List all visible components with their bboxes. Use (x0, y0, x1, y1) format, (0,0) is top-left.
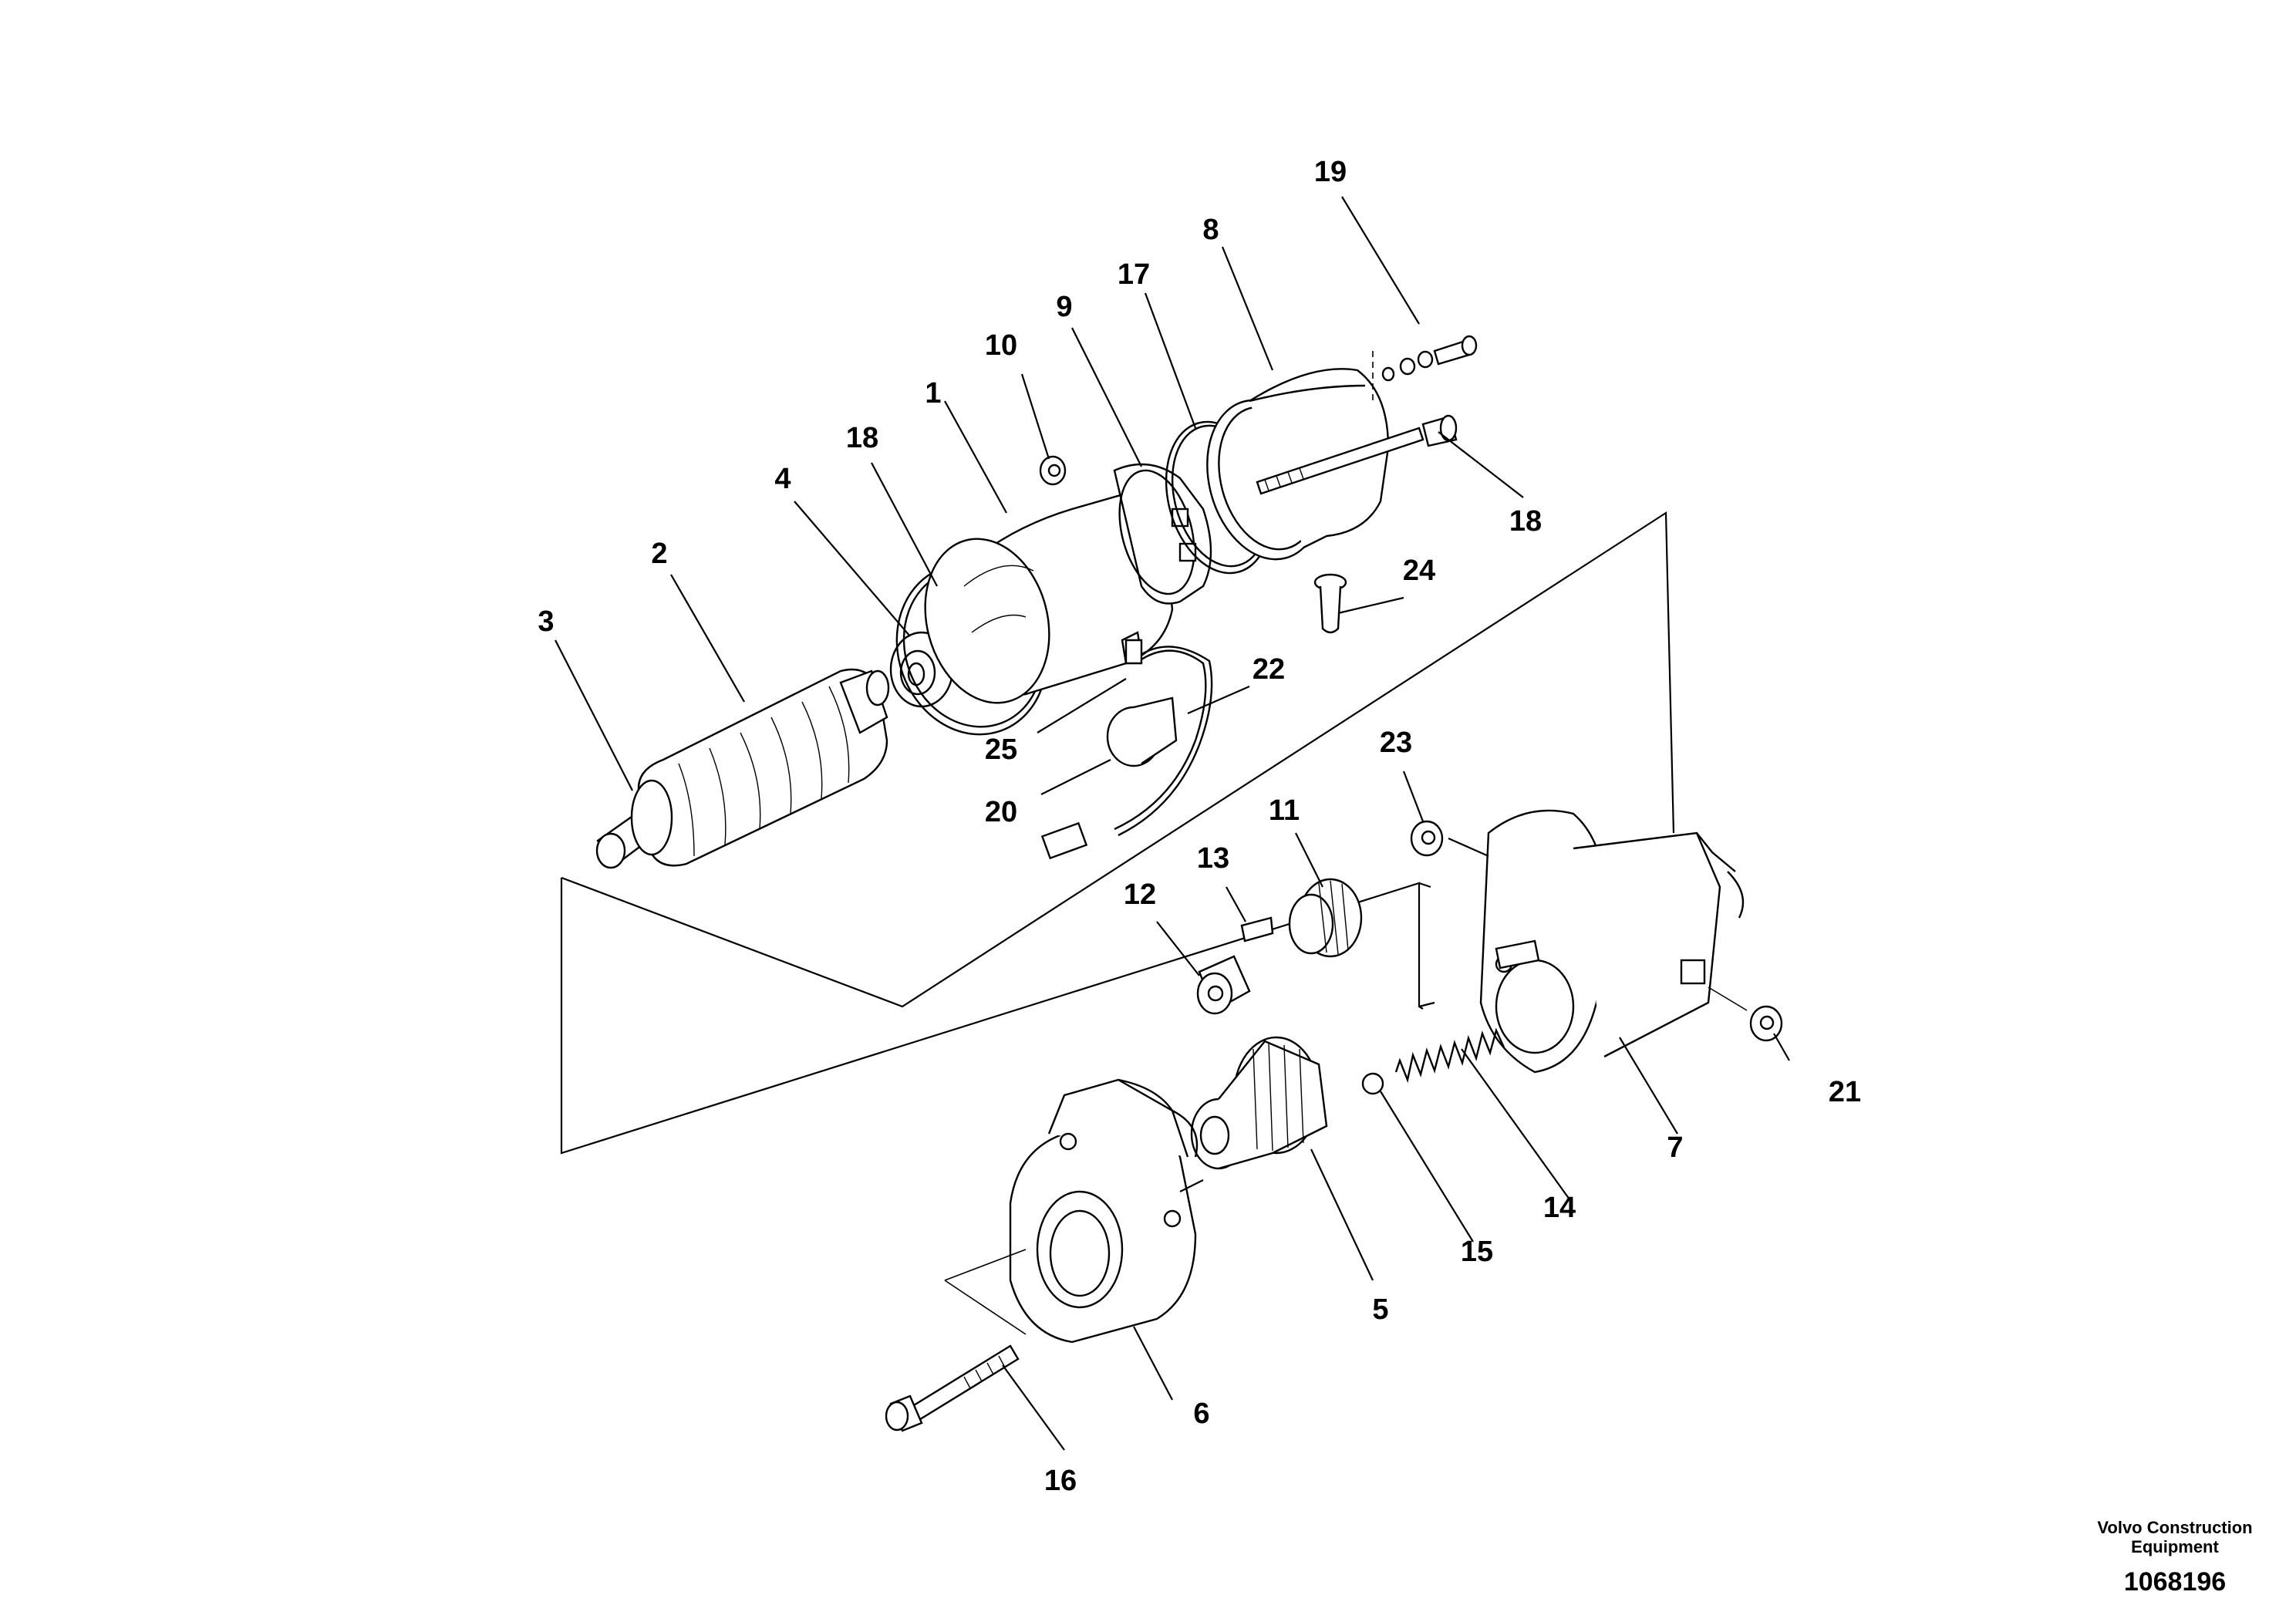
callout-20: 20 (985, 796, 1017, 828)
callout-12: 12 (1124, 878, 1156, 911)
bearing-part[interactable] (889, 631, 954, 708)
clutch-pinion-part[interactable] (1190, 1036, 1328, 1170)
bolt-kit-part[interactable] (1372, 335, 1478, 401)
callout-19: 19 (1314, 156, 1347, 188)
callout-10: 10 (985, 329, 1017, 362)
nut-part-23[interactable] (1410, 820, 1444, 857)
callout-22: 22 (1253, 653, 1285, 686)
lead-wire-part[interactable] (1040, 639, 1213, 860)
front-housing-part[interactable] (944, 1078, 1199, 1344)
pin-part[interactable] (1240, 916, 1274, 943)
callout-14: 14 (1543, 1192, 1576, 1224)
spring-part[interactable] (1394, 1027, 1505, 1084)
callout-13: 13 (1197, 842, 1229, 875)
callout-21: 21 (1829, 1076, 1861, 1108)
company-name-line2: Equipment (2131, 1537, 2219, 1556)
nut-part-10[interactable] (1039, 455, 1067, 486)
callout-8: 8 (1202, 214, 1219, 246)
callout-1: 1 (925, 377, 941, 410)
callout-25: 25 (985, 733, 1017, 766)
armature-part[interactable] (595, 668, 890, 869)
callout-24: 24 (1403, 555, 1435, 587)
leader-lines (555, 196, 1790, 1451)
solenoid-terminal-part[interactable] (1106, 696, 1178, 767)
ball-part[interactable] (1361, 1072, 1384, 1095)
yoke-part[interactable] (908, 492, 1174, 717)
callout-2: 2 (651, 538, 667, 570)
company-name-line1: Volvo Construction (2097, 1518, 2252, 1537)
through-bolt-part[interactable] (1256, 414, 1458, 495)
nut-part-21[interactable] (1708, 986, 1783, 1042)
callout-3: 3 (538, 605, 554, 638)
callout-4: 4 (774, 463, 791, 495)
callout-18-right: 18 (1509, 505, 1542, 538)
callout-6: 6 (1193, 1398, 1209, 1430)
callout-16: 16 (1044, 1465, 1077, 1497)
callout-23: 23 (1380, 727, 1412, 759)
callout-labels: 19 8 17 9 10 1 18 4 2 3 18 24 22 25 20 2… (538, 156, 1861, 1497)
title-block: Volvo Construction Equipment 1068196 (2097, 1518, 2252, 1597)
callout-17: 17 (1118, 258, 1150, 291)
screw-part-24[interactable] (1313, 573, 1347, 634)
gear-part[interactable] (1288, 878, 1363, 958)
callout-9: 9 (1056, 291, 1072, 323)
callout-18-left: 18 (846, 422, 878, 454)
callout-7: 7 (1667, 1131, 1683, 1164)
gear-housing-part[interactable] (1479, 809, 1745, 1074)
retainer-part[interactable] (1196, 955, 1251, 1015)
callout-11: 11 (1269, 794, 1300, 827)
assembly-outline (560, 511, 1675, 1155)
callout-5: 5 (1372, 1293, 1388, 1326)
callout-15: 15 (1461, 1236, 1493, 1268)
bolt-part-16[interactable] (885, 1344, 1020, 1432)
drawing-number: 1068196 (2124, 1567, 2226, 1597)
